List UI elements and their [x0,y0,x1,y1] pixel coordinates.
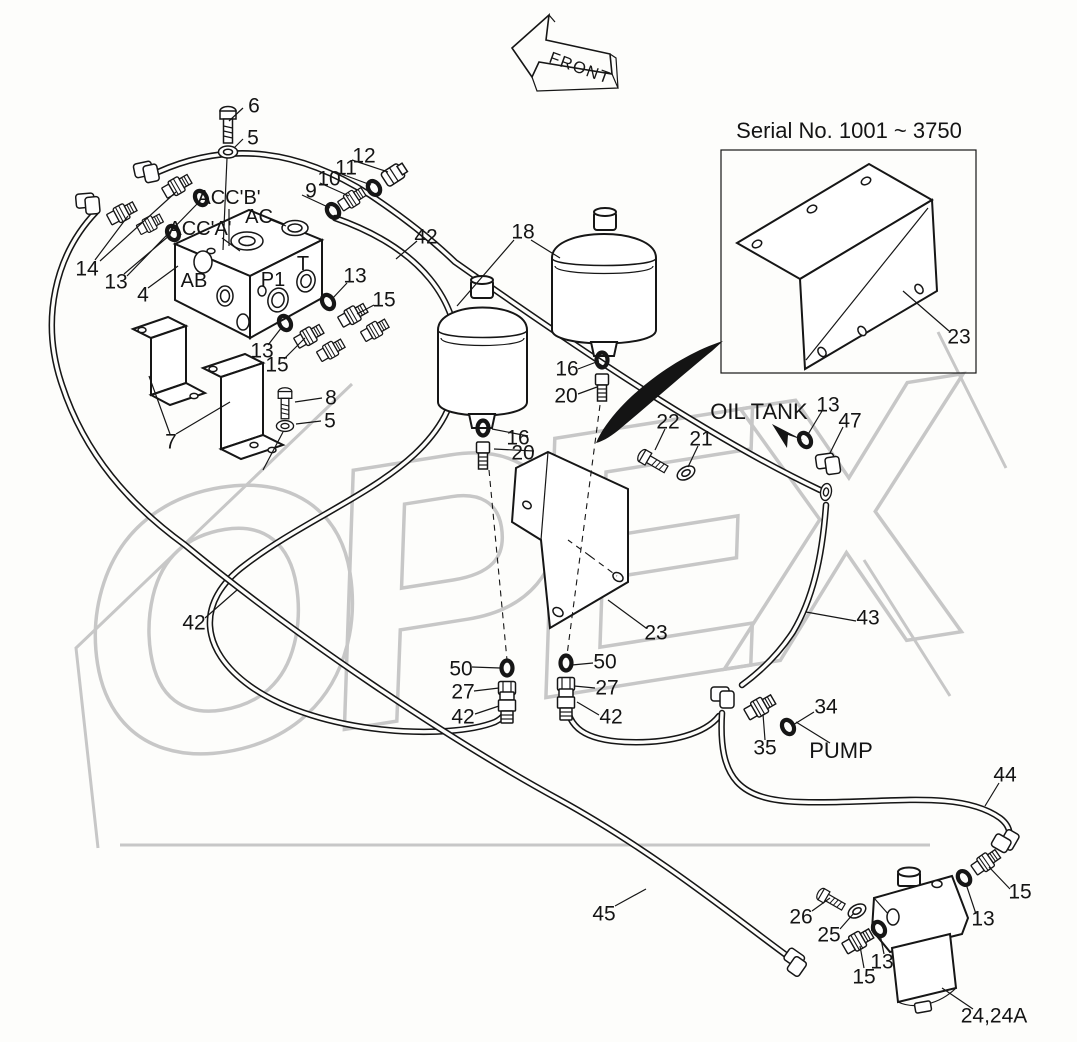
part-label: ACC'A' [168,218,232,240]
part-label: 15 [372,288,396,312]
part-label: 9 [305,179,317,203]
part-label: 26 [789,905,813,929]
swoosh-arrow [596,341,803,448]
part-label: 15 [1008,880,1032,904]
part-label: 13 [870,950,894,974]
accumulator-right [551,207,657,357]
part-label: OIL TANK [710,399,808,424]
part-label: AC [245,206,273,228]
leader-lines [94,107,1011,1010]
accumulator-left [437,275,528,429]
part-label: P1 [260,269,286,291]
part-label: 15 [265,353,289,377]
part-label: 50 [593,650,617,674]
part-label: 27 [451,680,475,704]
part-label: 11 [335,156,357,180]
part-label: Serial No. 1001 ~ 3750 [736,118,962,143]
part-label: 12 [352,144,376,168]
part-label: 42 [182,611,206,635]
part-label: 15 [852,965,876,989]
part-label: 13 [104,270,128,294]
part-label: 13 [971,907,995,931]
part-label: 5 [324,409,336,433]
part-label: 13 [343,264,367,288]
part-label: 25 [817,923,841,947]
part-label: 13 [816,393,840,417]
part-label: ACC'B' [197,187,261,209]
part-label: 27 [595,676,619,700]
part-label: 50 [449,657,473,681]
part-label: 23 [644,621,668,645]
part-label: 42 [599,705,623,729]
part-label: 42 [451,705,475,729]
part-label: 20 [511,441,535,465]
middle-bracket [510,450,647,630]
part-label: 22 [656,410,680,434]
part-label: 16 [506,426,530,450]
part-label: 7 [165,430,177,454]
part-label: 47 [838,409,862,433]
part-label: 5 [247,126,259,150]
part-label: AB [180,270,208,292]
part-label: 44 [993,763,1017,787]
part-label: 18 [511,220,535,244]
part-label: 21 [689,427,713,451]
part-label: T [296,253,310,275]
part-label: 8 [325,386,337,410]
part-label: 4 [137,283,149,307]
part-label: 20 [554,384,578,408]
serial-box [720,149,977,374]
oil-tank-arrow-icon [772,424,803,448]
part-label: 34 [814,695,838,719]
part-label: 42 [414,225,438,249]
hardware [74,105,1021,979]
part-label: PUMP [809,738,873,763]
part-label: 43 [856,606,880,630]
part-label: 23 [947,325,971,349]
mount-brackets [130,315,286,461]
valve-block [172,208,325,340]
part-label: 10 [317,167,341,191]
part-label: 35 [753,736,777,760]
part-label: 14 [75,257,99,281]
part-label: 6 [248,94,260,118]
part-label: 45 [592,902,616,926]
part-label: 13 [250,339,274,363]
part-label: 24,24A [960,1004,1028,1028]
part-label: 16 [555,357,579,381]
